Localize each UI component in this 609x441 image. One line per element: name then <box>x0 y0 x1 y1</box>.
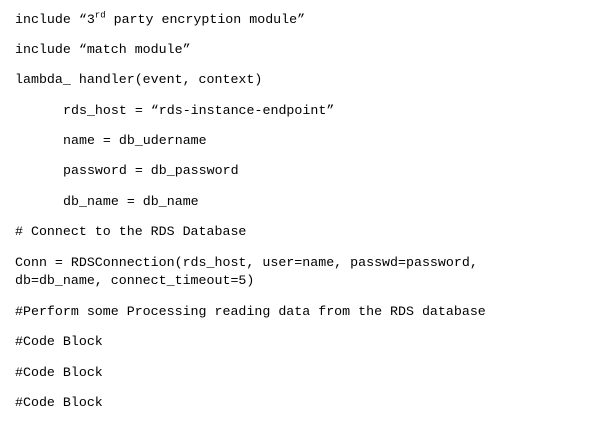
code-comment-block: #Code Block <box>15 334 103 349</box>
code-line-password: password = db_password <box>63 163 239 178</box>
code-comment-block: #Code Block <box>15 395 103 410</box>
code-line-name: name = db_udername <box>63 133 207 148</box>
code-line-connection: Conn = RDSConnection(rds_host, user=name… <box>15 255 478 270</box>
code-line-rds-host: rds_host = “rds-instance-endpoint” <box>63 103 335 118</box>
superscript-text: rd <box>94 10 106 21</box>
code-line-include-match: include “match module” <box>15 42 191 57</box>
code-comment-connect: # Connect to the RDS Database <box>15 224 247 239</box>
code-text: include “3 <box>15 12 95 27</box>
code-comment-processing: #Perform some Processing reading data fr… <box>15 304 486 319</box>
code-text: party encryption module” <box>105 12 306 27</box>
code-line-connection-cont: db=db_name, connect_timeout=5) <box>15 273 255 288</box>
code-line-db-name: db_name = db_name <box>63 194 199 209</box>
code-line-include-encryption: include “3rd party encryption module” <box>15 10 306 28</box>
code-comment-block: #Code Block <box>15 365 103 380</box>
code-line-handler: lambda_ handler(event, context) <box>15 72 263 87</box>
